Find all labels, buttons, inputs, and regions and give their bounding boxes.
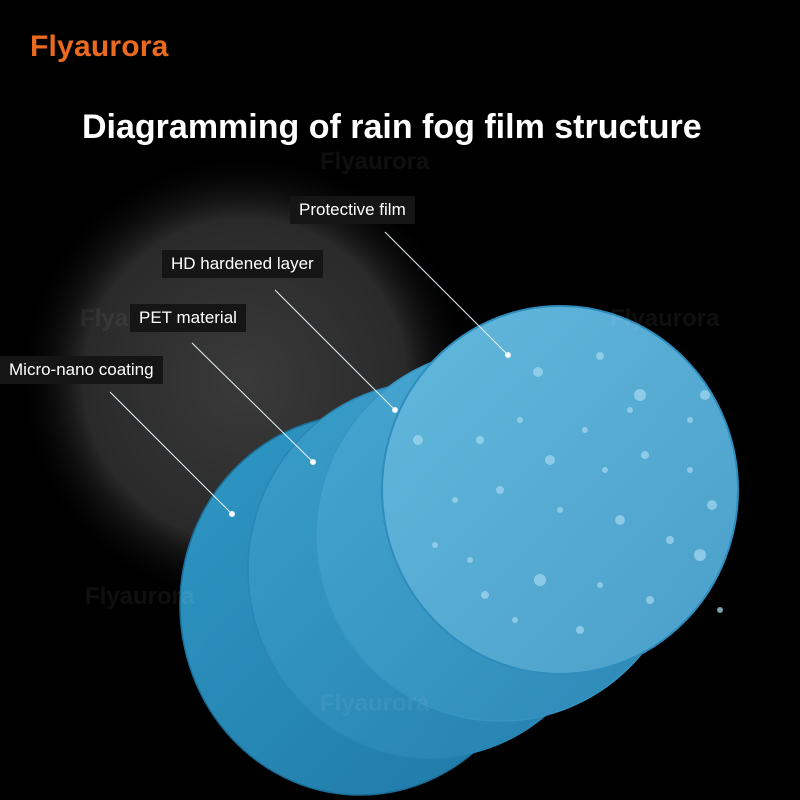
disc-protective-film [381,305,739,675]
water-droplets [413,352,723,634]
leader-lines [109,231,511,517]
watermark-4: Flyaurora [85,583,195,610]
label-pet-material: PET material [130,304,246,332]
watermark-3: Flyaurora [610,305,720,332]
label-micro-nano-coating: Micro-nano coating [0,356,163,384]
label-protective-film: Protective film [290,196,415,224]
page-title: Diagramming of rain fog film structure [82,108,702,146]
watermark-5: Flyaurora [320,690,430,717]
brand-logo: Flyaurora [30,30,169,63]
label-hd-hardened-layer: HD hardened layer [162,250,323,278]
watermark-1: Flyaurora [320,148,430,175]
